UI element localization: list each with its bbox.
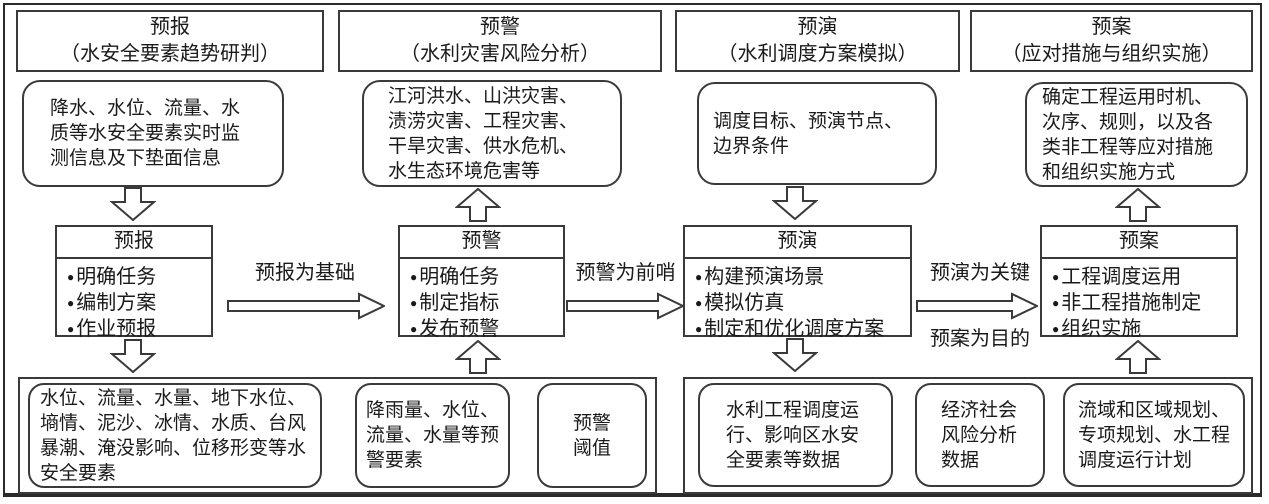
data-box-project-operation: 水利工程调度运行、影响区水安全要素等数据 bbox=[698, 383, 893, 487]
header-warning: 预警 （水利灾害风险分析） bbox=[338, 10, 662, 72]
process-forecast-item: 明确任务 bbox=[67, 264, 209, 290]
connector-label-warning-sentinel: 预警为前哨 bbox=[575, 262, 676, 284]
data-box-warning-elements-text: 降雨量、水位、流量、水量等预警要素 bbox=[366, 400, 500, 471]
header-rehearsal-subtitle: （水利调度方案模拟） bbox=[717, 43, 918, 65]
up-arrow-icon bbox=[455, 340, 501, 374]
process-rehearsal-title: 预演 bbox=[685, 227, 910, 259]
right-arrow-icon bbox=[916, 292, 1038, 320]
warning-output-text: 江河洪水、山洪灾害、渍涝灾害、工程灾害、干旱灾害、供水危机、水生态环境危害等 bbox=[388, 85, 579, 182]
process-rehearsal-item: 制定和优化调度方案 bbox=[695, 316, 908, 342]
process-rehearsal-item: 模拟仿真 bbox=[695, 290, 908, 316]
header-forecast-subtitle: （水安全要素趋势研判） bbox=[60, 43, 280, 65]
header-warning-subtitle: （水利灾害风险分析） bbox=[400, 43, 600, 65]
data-box-water-elements-text: 水位、流量、水量、地下水位、墒情、泥沙、冰情、水质、台风暴潮、淹没影响、位移形变… bbox=[40, 387, 307, 484]
process-warning-title: 预警 bbox=[400, 227, 563, 259]
process-forecast-item: 作业预报 bbox=[67, 316, 209, 342]
process-rehearsal-item: 构建预演场景 bbox=[695, 264, 908, 290]
connector-label-forecast-base: 预报为基础 bbox=[255, 262, 355, 284]
process-box-rehearsal: 预演 构建预演场景 模拟仿真 制定和优化调度方案 bbox=[683, 225, 912, 340]
process-box-forecast: 预报 明确任务 编制方案 作业预报 bbox=[55, 225, 213, 340]
process-plan-title: 预案 bbox=[1042, 227, 1236, 259]
process-box-plan: 预案 工程调度运用 非工程措施制定 组织实施 bbox=[1040, 225, 1238, 340]
header-forecast-title: 预报 bbox=[150, 16, 190, 38]
up-arrow-icon bbox=[1115, 340, 1161, 374]
data-box-socioeconomic-risk-text: 经济社会风险分析数据 bbox=[941, 399, 1018, 471]
forecast-input-box: 降水、水位、流量、水质等水安全要素实时监测信息及下垫面信息 bbox=[22, 80, 284, 187]
warning-output-box: 江河洪水、山洪灾害、渍涝灾害、工程灾害、干旱灾害、供水危机、水生态环境危害等 bbox=[362, 80, 622, 187]
header-rehearsal-title: 预演 bbox=[797, 16, 838, 38]
process-plan-item: 工程调度运用 bbox=[1052, 264, 1234, 290]
header-forecast: 预报 （水安全要素趋势研判） bbox=[16, 10, 324, 72]
process-warning-item: 发布预警 bbox=[410, 316, 561, 342]
data-box-warning-threshold: 预警阈值 bbox=[537, 383, 647, 488]
process-warning-item: 制定指标 bbox=[410, 290, 561, 316]
data-box-project-operation-text: 水利工程调度运行、影响区水安全要素等数据 bbox=[726, 399, 860, 471]
process-box-warning: 预警 明确任务 制定指标 发布预警 bbox=[398, 225, 565, 340]
header-rehearsal: 预演 （水利调度方案模拟） bbox=[675, 10, 960, 72]
process-warning-item: 明确任务 bbox=[410, 264, 561, 290]
rehearsal-input-box: 调度目标、预演节点、边界条件 bbox=[697, 82, 937, 185]
rehearsal-input-text: 调度目标、预演节点、边界条件 bbox=[713, 110, 904, 157]
right-arrow-icon bbox=[227, 292, 385, 320]
forecast-input-text: 降水、水位、流量、水质等水安全要素实时监测信息及下垫面信息 bbox=[50, 98, 241, 169]
down-arrow-icon bbox=[772, 338, 818, 372]
down-arrow-icon bbox=[772, 186, 818, 220]
data-box-warning-threshold-text: 预警阈值 bbox=[572, 412, 611, 459]
up-arrow-icon bbox=[1115, 188, 1161, 222]
plan-output-box: 确定工程运用时机、次序、规则，以及各类非工程等应对措施和组织实施方式 bbox=[1025, 82, 1248, 187]
data-box-socioeconomic-risk: 经济社会风险分析数据 bbox=[915, 383, 1045, 487]
connector-label-plan-goal: 预案为目的 bbox=[930, 328, 1030, 350]
data-box-planning: 流域和区域规划、专项规划、水工程调度运行计划 bbox=[1063, 383, 1245, 487]
data-box-warning-elements: 降雨量、水位、流量、水量等预警要素 bbox=[355, 383, 510, 488]
process-forecast-item: 编制方案 bbox=[67, 290, 209, 316]
header-plan-subtitle: （应对措施与组织实施） bbox=[1001, 43, 1222, 65]
process-plan-item: 非工程措施制定 bbox=[1052, 290, 1234, 316]
process-plan-item: 组织实施 bbox=[1052, 316, 1234, 342]
connector-label-rehearsal-key: 预演为关键 bbox=[930, 262, 1030, 284]
outer-frame bbox=[3, 3, 1262, 497]
right-arrow-icon bbox=[566, 292, 684, 320]
down-arrow-icon bbox=[110, 187, 156, 221]
down-arrow-icon bbox=[110, 339, 156, 373]
up-arrow-icon bbox=[455, 188, 501, 222]
plan-output-text: 确定工程运用时机、次序、规则，以及各类非工程等应对措施和组织实施方式 bbox=[1042, 86, 1214, 183]
header-warning-title: 预警 bbox=[480, 16, 520, 38]
process-forecast-title: 预报 bbox=[57, 227, 211, 259]
data-box-planning-text: 流域和区域规划、专项规划、水工程调度运行计划 bbox=[1078, 399, 1231, 471]
header-plan-title: 预案 bbox=[1091, 16, 1132, 38]
header-plan: 预案 （应对措施与组织实施） bbox=[970, 10, 1253, 72]
data-box-water-elements: 水位、流量、水量、地下水位、墒情、泥沙、冰情、水质、台风暴潮、淹没影响、位移形变… bbox=[28, 383, 322, 488]
